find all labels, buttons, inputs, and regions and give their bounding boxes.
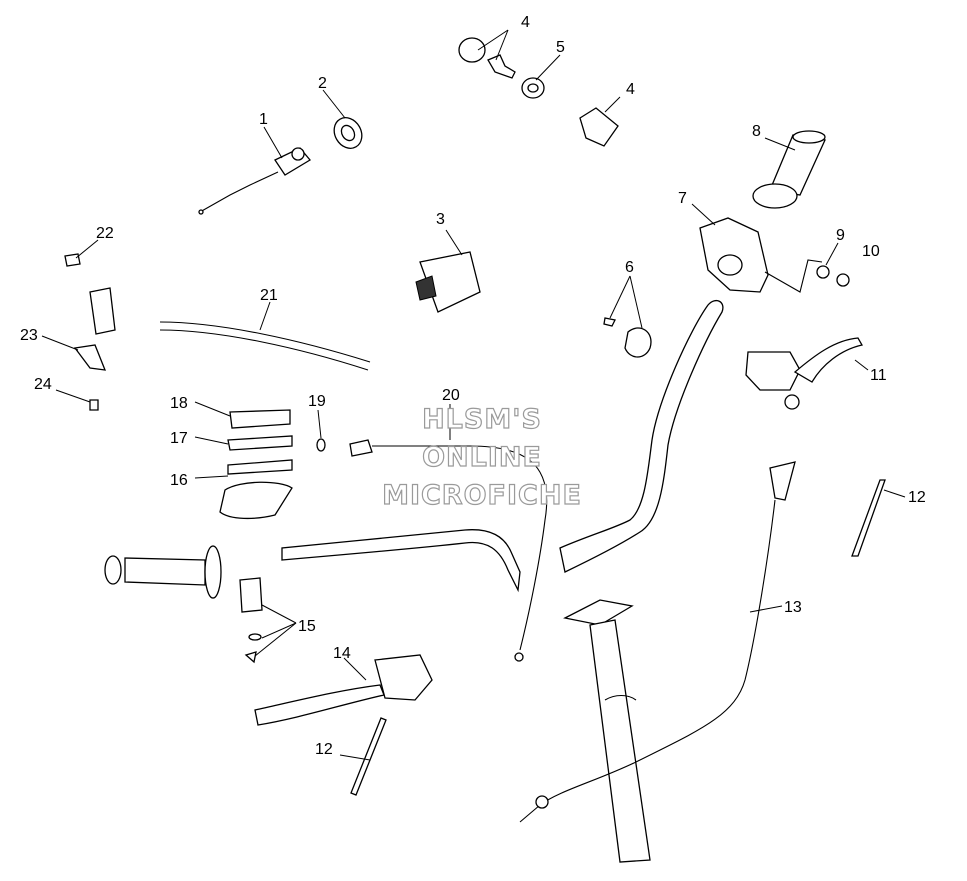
part-11-brake-lever xyxy=(745,337,863,410)
part-12-cable-ties xyxy=(350,479,886,796)
callout-19: 19 xyxy=(308,393,326,410)
part-6-clip xyxy=(603,317,652,358)
callout-5: 5 xyxy=(556,39,565,56)
leader-lines xyxy=(41,29,906,761)
callout-4-right: 4 xyxy=(626,81,635,98)
part-19-washer xyxy=(316,438,326,452)
watermark-line-3: MICROFICHE xyxy=(382,480,582,511)
callout-4-top: 4 xyxy=(521,14,530,31)
part-13-cable xyxy=(519,461,796,823)
callout-24: 24 xyxy=(34,376,52,393)
part-22-24-hardware xyxy=(64,253,116,411)
part-2-nut xyxy=(333,117,363,149)
callout-12-left: 12 xyxy=(315,741,333,758)
part-16-18-rings xyxy=(219,409,293,520)
callout-17: 17 xyxy=(170,430,188,447)
callout-3: 3 xyxy=(436,211,445,228)
callout-21: 21 xyxy=(260,287,278,304)
part-14-lever xyxy=(254,654,433,726)
callout-20: 20 xyxy=(442,387,460,404)
watermark: HLSM'S ONLINE MICROFICHE xyxy=(381,403,582,511)
callout-23: 23 xyxy=(20,327,38,344)
part-20-cable xyxy=(349,439,548,662)
callout-2: 2 xyxy=(318,75,327,92)
callout-18: 18 xyxy=(170,395,188,412)
callout-13: 13 xyxy=(784,599,802,616)
steering-post xyxy=(563,599,651,863)
callout-8: 8 xyxy=(752,123,761,140)
callout-22: 22 xyxy=(96,225,114,242)
left-grip xyxy=(104,545,222,599)
watermark-line-2: ONLINE xyxy=(422,442,542,473)
part-9-10-nuts xyxy=(816,265,850,287)
callout-15: 15 xyxy=(298,618,316,635)
part-1-switch xyxy=(198,147,311,215)
callout-16: 16 xyxy=(170,472,188,489)
part-7-throttle-housing xyxy=(699,217,823,293)
handlebar xyxy=(281,299,724,593)
callout-labels: 1 2 3 4 4 5 6 7 8 9 10 11 12 12 13 14 15… xyxy=(20,14,926,758)
part-8-grip xyxy=(752,130,826,209)
callout-14: 14 xyxy=(333,645,351,662)
part-21-hose xyxy=(159,321,371,371)
part-15-clamp xyxy=(239,577,263,664)
part-3-switch-block xyxy=(415,251,481,313)
callout-11: 11 xyxy=(870,367,887,384)
part-4-ignition xyxy=(458,37,619,147)
callout-10: 10 xyxy=(862,243,880,260)
watermark-line-1: HLSM'S xyxy=(422,404,542,435)
callout-1: 1 xyxy=(259,111,268,128)
callout-12-right: 12 xyxy=(908,489,926,506)
callout-6: 6 xyxy=(625,259,634,276)
callout-7: 7 xyxy=(678,190,687,207)
callout-9: 9 xyxy=(836,227,845,244)
